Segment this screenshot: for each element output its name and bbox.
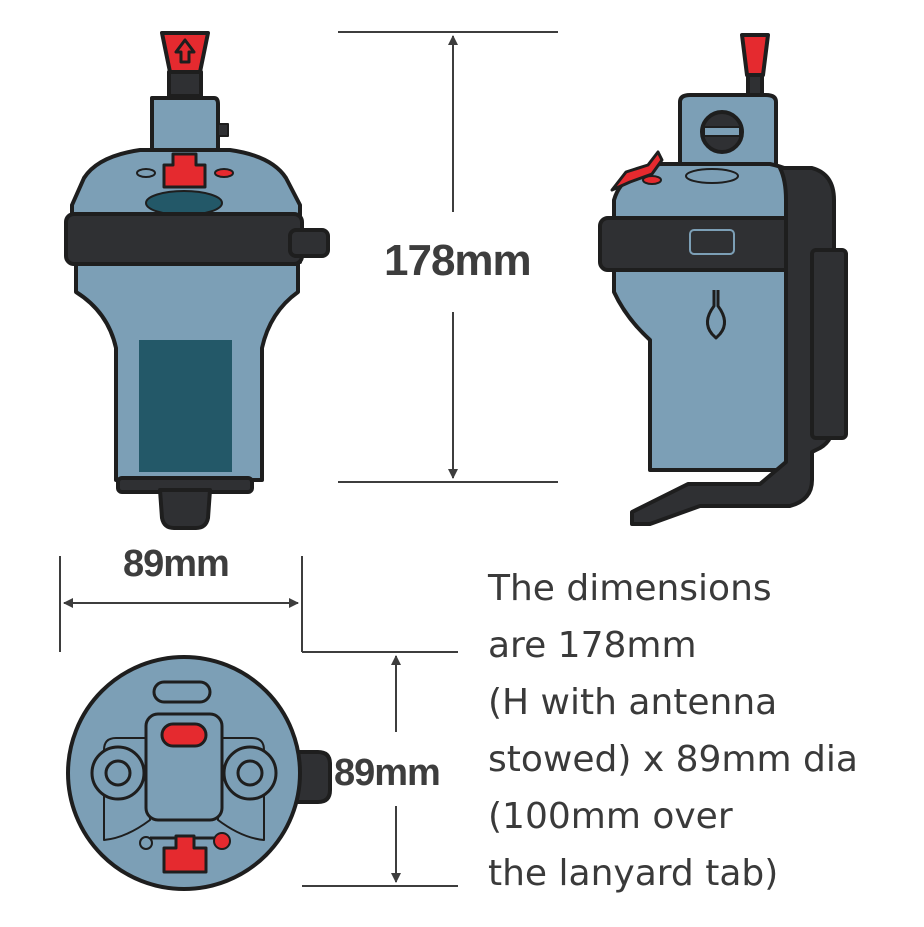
beacon-head-front xyxy=(150,96,220,162)
description-line: are 178mm xyxy=(488,625,697,666)
release-tab-top xyxy=(162,834,208,874)
release-tab-front xyxy=(162,152,207,189)
lanyard-tab-side xyxy=(610,150,664,192)
description-line: The dimensions xyxy=(488,568,772,609)
antenna-cap-side xyxy=(740,33,770,77)
width-dimension-label: 89mm xyxy=(123,543,230,585)
description-line: stowed) x 89mm dia xyxy=(488,739,858,780)
description-line: the lanyard tab) xyxy=(488,853,779,894)
body-band-front xyxy=(64,212,304,266)
mounting-bracket xyxy=(630,166,836,526)
side-view xyxy=(598,33,848,526)
description-line: (H with antenna xyxy=(488,682,778,723)
dimensions-description: The dimensions are 178mm (H with antenna… xyxy=(488,560,918,902)
dimension-lines xyxy=(59,31,558,887)
description-line: (100mm over xyxy=(488,796,733,837)
depth-dimension-label: 89mm xyxy=(334,752,441,794)
height-dimension-label: 178mm xyxy=(384,236,532,285)
front-view xyxy=(64,31,330,530)
beacon-lower-body-side xyxy=(612,268,812,472)
top-view xyxy=(66,655,332,891)
label-panel-front xyxy=(139,340,232,472)
